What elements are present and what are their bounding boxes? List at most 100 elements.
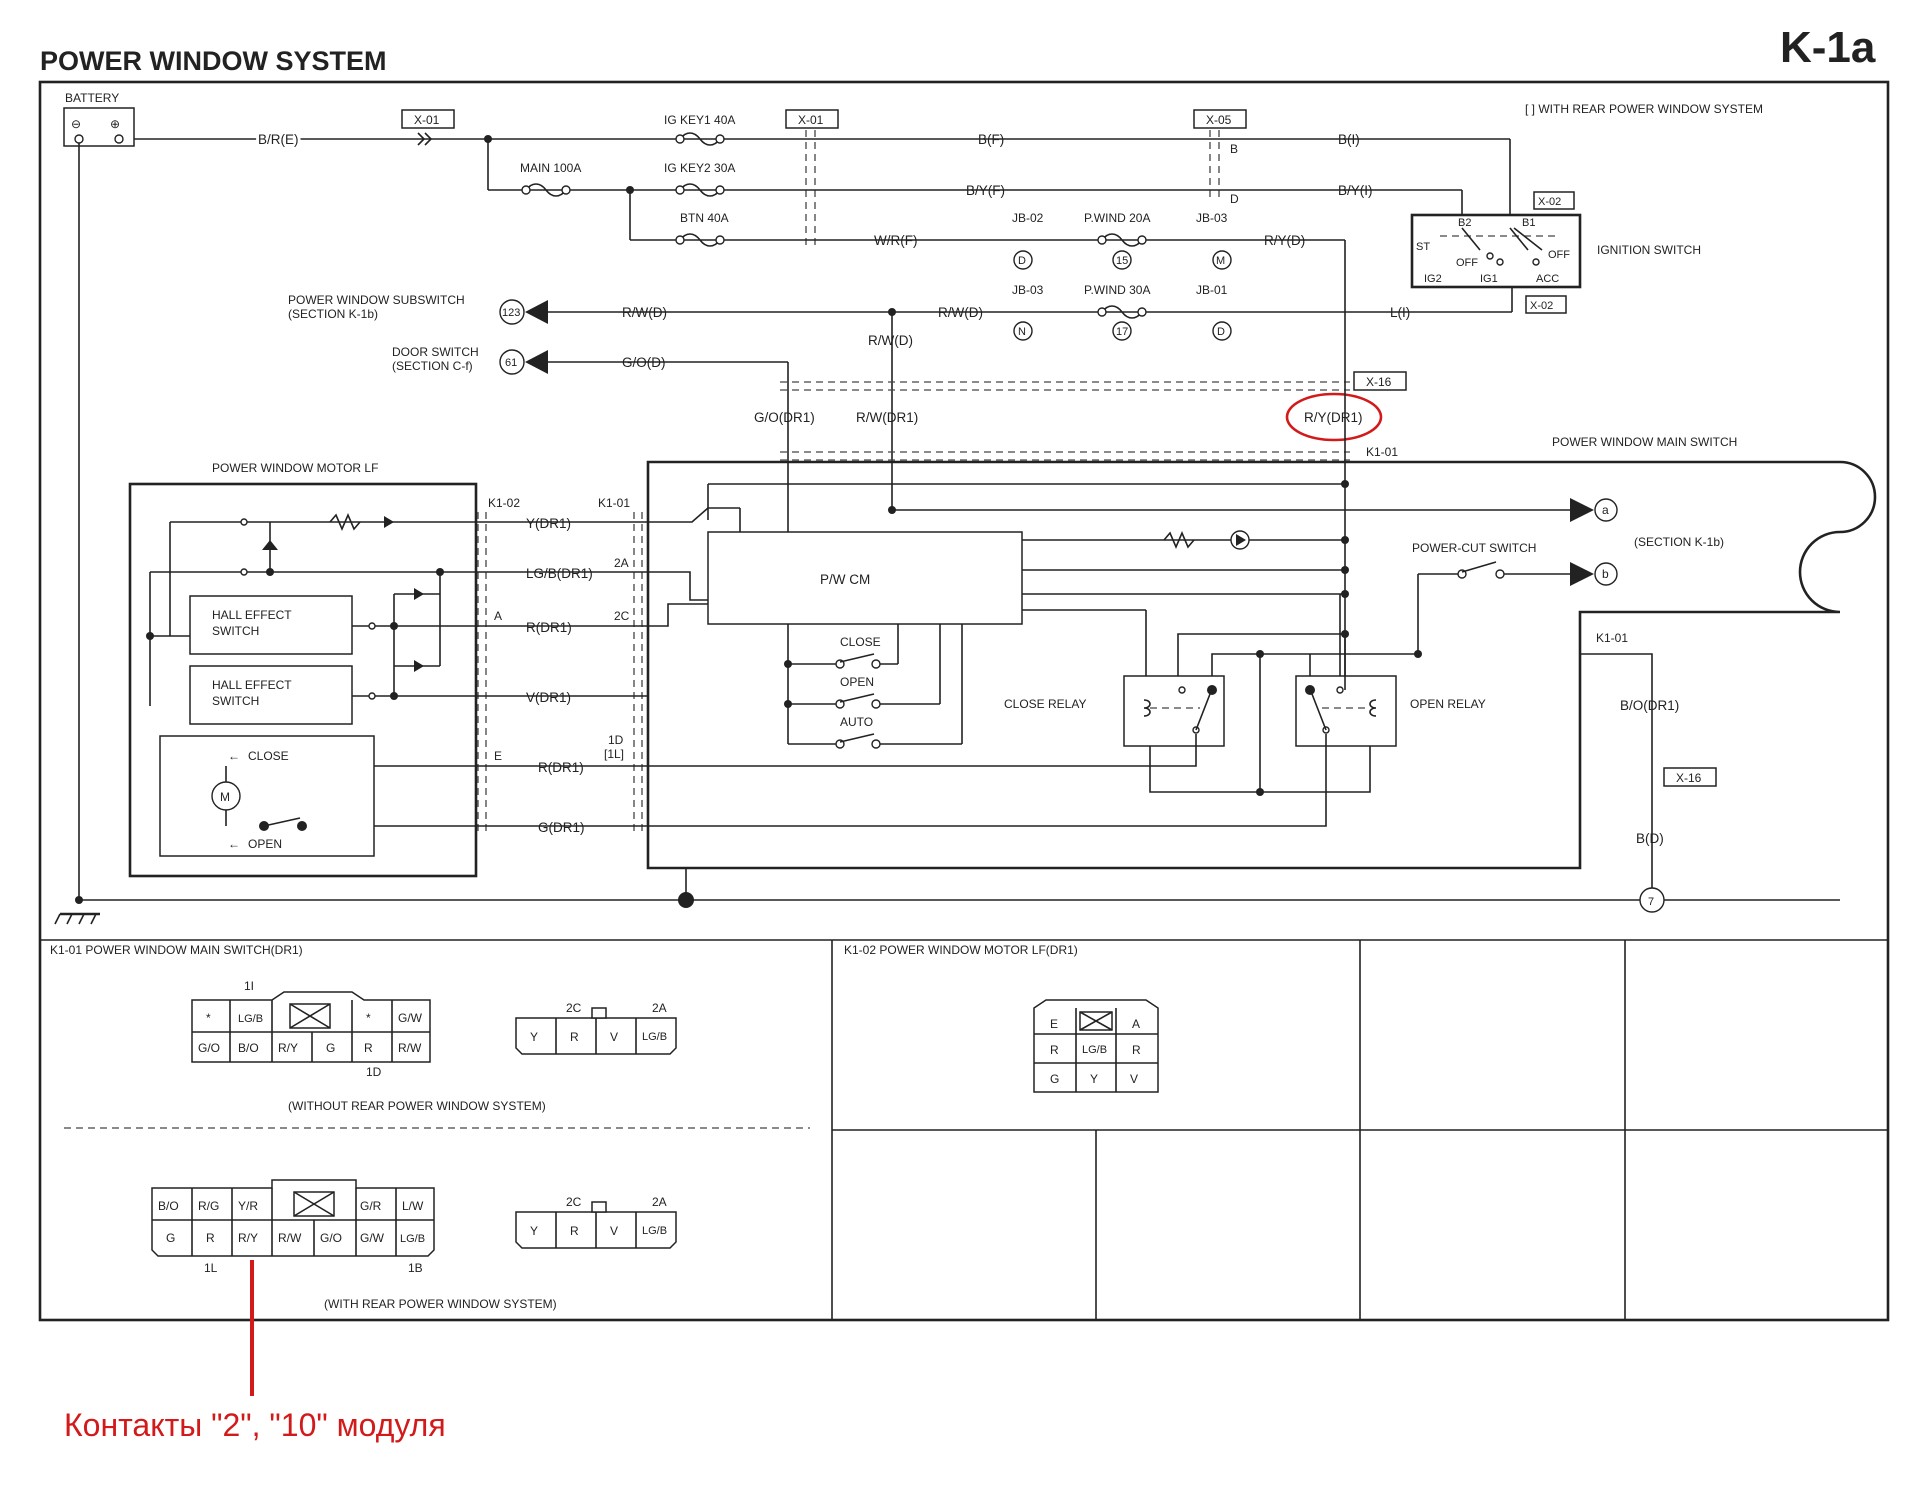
wire-ydr1: Y(DR1) — [526, 516, 571, 531]
connector-view-4 — [151, 1179, 435, 1257]
svg-text:V: V — [1130, 1072, 1138, 1086]
view-k102-title: K1-02 POWER WINDOW MOTOR LF(DR1) — [844, 943, 1078, 957]
svg-text:R/Y: R/Y — [278, 1041, 298, 1055]
arrow-icon — [1570, 498, 1594, 522]
hall1-label-l1: HALL EFFECT — [212, 608, 292, 622]
svg-text:b: b — [1602, 567, 1609, 581]
svg-text:B/O: B/O — [158, 1199, 179, 1213]
wire-wrf: W/R(F) — [874, 233, 917, 248]
wire-rwd-1: R/W(D) — [622, 305, 667, 320]
svg-text:←: ← — [228, 837, 240, 851]
svg-text:R: R — [206, 1231, 215, 1245]
close-relay — [1123, 675, 1225, 747]
svg-text:R: R — [1050, 1043, 1059, 1057]
power-cut-label: POWER-CUT SWITCH — [1412, 541, 1536, 555]
svg-text:ACC: ACC — [1536, 273, 1559, 285]
arrow-icon — [525, 350, 548, 374]
svg-text:E: E — [494, 749, 502, 763]
svg-text:B: B — [1230, 142, 1238, 156]
svg-text:G: G — [1050, 1072, 1059, 1086]
wire-god: G/O(D) — [622, 355, 666, 370]
conn-k101-c: K1-01 — [1596, 631, 1628, 645]
svg-text:OFF: OFF — [1456, 257, 1478, 269]
conn-k102: K1-02 — [488, 496, 520, 510]
switch-open-label: OPEN — [840, 675, 874, 689]
close-relay-label: CLOSE RELAY — [1004, 697, 1086, 711]
hall2-label-l1: HALL EFFECT — [212, 678, 292, 692]
fuse-igkey2-label: IG KEY2 30A — [664, 161, 735, 175]
svg-text:Y: Y — [1090, 1072, 1098, 1086]
svg-text:D: D — [1018, 255, 1026, 267]
svg-text:R: R — [570, 1224, 579, 1238]
svg-text:B/R(E): B/R(E) — [258, 132, 299, 147]
svg-text:M: M — [1216, 255, 1225, 267]
wire-bi: B(I) — [1338, 132, 1360, 147]
connector-view-3 — [1033, 999, 1159, 1093]
svg-text:M: M — [220, 790, 230, 804]
ignition-switch[interactable] — [1410, 213, 1582, 289]
switch-close-label: CLOSE — [840, 635, 881, 649]
battery-plus-icon: ⊕ — [110, 117, 120, 131]
svg-text:R/Y: R/Y — [238, 1231, 258, 1245]
wire-rdr1-a: R(DR1) — [526, 620, 572, 635]
fuse-igkey1-label: IG KEY1 40A — [664, 113, 735, 127]
svg-text:V: V — [610, 1224, 618, 1238]
rear-note: [ ] WITH REAR POWER WINDOW SYSTEM — [1525, 102, 1763, 116]
battery-label: BATTERY — [65, 91, 119, 105]
svg-text:123: 123 — [502, 307, 520, 319]
svg-text:2A: 2A — [652, 1195, 667, 1209]
svg-text:2C: 2C — [566, 1001, 582, 1015]
svg-text:R: R — [570, 1030, 579, 1044]
wire-bre: B/R(E) — [258, 132, 299, 147]
door-switch-section: (SECTION C-f) — [392, 359, 473, 373]
svg-text:ST: ST — [1416, 241, 1430, 253]
svg-text:LG/B: LG/B — [642, 1031, 667, 1043]
arrow-icon — [1570, 562, 1594, 586]
svg-text:G/R: G/R — [360, 1199, 382, 1213]
svg-text:B1: B1 — [1522, 217, 1535, 229]
motor-close-label: CLOSE — [248, 749, 289, 763]
svg-text:2A: 2A — [652, 1001, 667, 1015]
fuse-main100-label: MAIN 100A — [520, 161, 581, 175]
wire-bodr1: B/O(DR1) — [1620, 698, 1679, 713]
svg-text:15: 15 — [1116, 255, 1128, 267]
wire-rydr1: R/Y(DR1) — [1304, 410, 1363, 425]
svg-text:R/W: R/W — [278, 1231, 302, 1245]
conn-x05: X-05 — [1206, 113, 1232, 127]
wire-byf: B/Y(F) — [966, 183, 1005, 198]
open-relay-label: OPEN RELAY — [1410, 697, 1486, 711]
svg-text:LG/B: LG/B — [400, 1233, 425, 1245]
wire-godr1: G/O(DR1) — [754, 410, 815, 425]
svg-text:2C: 2C — [614, 609, 630, 623]
wire-rwdr1: R/W(DR1) — [856, 410, 918, 425]
svg-text:N: N — [1018, 326, 1026, 338]
conn-x16-b: X-16 — [1676, 771, 1702, 785]
switch-auto-label: AUTO — [840, 715, 873, 729]
wire-li: L(I) — [1390, 305, 1410, 320]
wire-byi: B/Y(I) — [1338, 183, 1373, 198]
svg-text:R: R — [364, 1041, 373, 1055]
motor-box — [159, 735, 375, 857]
conn-x01-b: X-01 — [798, 113, 824, 127]
svg-text:V: V — [610, 1030, 618, 1044]
wire-bd: B(D) — [1636, 831, 1664, 846]
svg-text:R/W: R/W — [398, 1041, 422, 1055]
svg-text:L/W: L/W — [402, 1199, 424, 1213]
svg-text:[1L]: [1L] — [604, 747, 624, 761]
hall2-label-l2: SWITCH — [212, 694, 259, 708]
conn-jb02: JB-02 — [1012, 211, 1044, 225]
svg-text:Y: Y — [530, 1224, 538, 1238]
svg-text:A: A — [494, 609, 502, 623]
fuse-pwind30-label: P.WIND 30A — [1084, 283, 1150, 297]
svg-text:2A: 2A — [614, 556, 629, 570]
view-k101-title: K1-01 POWER WINDOW MAIN SWITCH(DR1) — [50, 943, 303, 957]
svg-text:G/O: G/O — [320, 1231, 342, 1245]
fuse-main100-icon — [525, 183, 567, 197]
hall1-label-l2: SWITCH — [212, 624, 259, 638]
battery-minus-icon: ⊖ — [71, 117, 81, 131]
pwcm-box — [707, 531, 1023, 625]
wire-lgbdr1: LG/B(DR1) — [526, 566, 593, 581]
conn-x02-b: X-02 — [1530, 300, 1553, 312]
